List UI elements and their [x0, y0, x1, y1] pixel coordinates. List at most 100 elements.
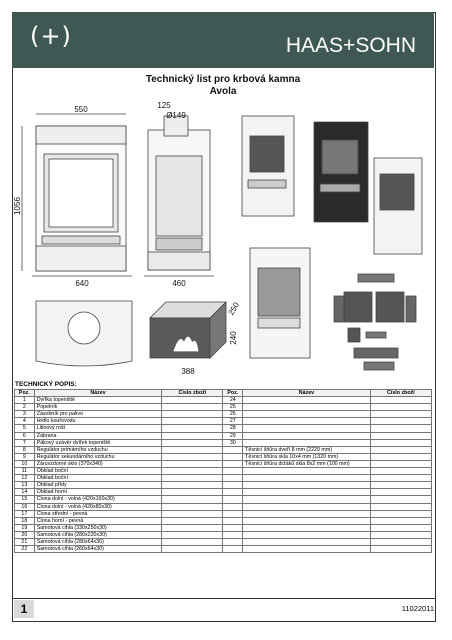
- part-code: [161, 396, 224, 405]
- col-pos-right: Poz.: [222, 388, 244, 398]
- part-code: [369, 523, 433, 532]
- part-code: [369, 459, 433, 469]
- part-code: [369, 495, 433, 504]
- part-pos: 21: [14, 537, 35, 547]
- part-code: [369, 403, 433, 412]
- dim-firebox-depth: 250: [227, 300, 242, 317]
- part-pos: [222, 459, 244, 469]
- part-name: Hrdlo kouřovodu: [33, 417, 163, 426]
- part-name: [242, 481, 371, 490]
- dim-flue-diameter: Ø149: [166, 111, 186, 120]
- part-code: [161, 410, 224, 419]
- part-pos: [222, 523, 244, 532]
- part-code: [161, 537, 224, 547]
- part-pos: 8: [14, 445, 35, 454]
- part-name: Těsnicí šňůra držáků skla 8x2 mm (100 mm…: [242, 459, 371, 469]
- part-code: [369, 516, 433, 525]
- part-name: Obklad boční: [33, 474, 163, 483]
- part-pos: 24: [222, 396, 244, 405]
- part-code: [369, 530, 433, 539]
- part-name: Šamotová cihla (280x220x30): [33, 530, 163, 539]
- table-heading: TECHNICKÝ POPIS:: [15, 381, 77, 388]
- part-pos: 14: [14, 488, 35, 497]
- part-code: [161, 530, 224, 539]
- col-pos-left: Poz.: [14, 388, 35, 398]
- part-name: [242, 509, 371, 518]
- part-code: [369, 502, 433, 511]
- part-code: [161, 474, 224, 483]
- part-pos: 26: [222, 410, 244, 419]
- part-code: [369, 417, 433, 426]
- part-name: Těsnicí šňůra skla 10x4 mm (1320 mm): [242, 452, 371, 461]
- part-code: [369, 467, 433, 476]
- part-name: Clona střední - pevná: [33, 509, 163, 518]
- part-pos: 4: [14, 417, 35, 426]
- part-pos: 1: [14, 396, 35, 405]
- part-code: [369, 396, 433, 405]
- part-pos: 2: [14, 403, 35, 412]
- part-code: [161, 431, 224, 440]
- part-name: Šamotová cihla (280x64x30): [33, 537, 163, 547]
- part-name: Clona dolní - volná (420x80x30): [33, 502, 163, 511]
- part-pos: 17: [14, 509, 35, 518]
- part-pos: [222, 445, 244, 454]
- part-name: [242, 502, 371, 511]
- col-code-left: Číslo zboží: [161, 388, 224, 398]
- document-title: Technický list pro krbová kamna: [145, 74, 301, 85]
- part-name: Žáruvzdorné sklo (370x340): [33, 459, 163, 469]
- technical-drawing: 550 1056 640 460 125 Ø149 250 240 388: [14, 101, 423, 376]
- part-pos: 10: [14, 459, 35, 469]
- part-code: [161, 509, 224, 518]
- part-code: [369, 481, 433, 490]
- part-pos: 25: [222, 403, 244, 412]
- part-code: [369, 537, 433, 547]
- part-pos: 20: [14, 530, 35, 539]
- part-pos: 19: [14, 523, 35, 532]
- col-name-left: Název: [33, 388, 163, 398]
- part-code: [161, 516, 224, 525]
- part-name: Zásobník pro palivo: [33, 410, 163, 419]
- part-pos: 16: [14, 502, 35, 511]
- part-pos: [222, 488, 244, 497]
- product-name: Avola: [209, 86, 237, 97]
- part-pos: [222, 481, 244, 490]
- part-code: [369, 452, 433, 461]
- part-name: [242, 545, 371, 554]
- part-name: Regulátor sekundárního vzduchu: [33, 452, 163, 461]
- part-name: Clona horní - pevná: [33, 516, 163, 525]
- part-pos: [222, 537, 244, 547]
- col-code-right: Číslo zboží: [369, 388, 433, 398]
- part-pos: 6: [14, 431, 35, 440]
- dim-firebox-width: 388: [181, 367, 195, 376]
- part-name: [242, 417, 371, 426]
- part-name: Zábrana: [33, 431, 163, 440]
- part-name: [242, 495, 371, 504]
- part-code: [161, 403, 224, 412]
- part-pos: 28: [222, 424, 244, 433]
- part-pos: [222, 516, 244, 525]
- part-name: [242, 523, 371, 532]
- part-pos: 29: [222, 431, 244, 440]
- part-pos: [222, 467, 244, 476]
- part-code: [369, 424, 433, 433]
- part-pos: 7: [14, 438, 35, 447]
- part-code: [369, 445, 433, 454]
- part-pos: 3: [14, 410, 35, 419]
- footer-divider: [12, 598, 436, 599]
- part-code: [369, 438, 433, 447]
- part-code: [161, 424, 224, 433]
- part-code: [369, 509, 433, 518]
- part-code: [369, 545, 433, 554]
- part-pos: [222, 495, 244, 504]
- part-pos: [222, 509, 244, 518]
- part-code: [161, 523, 224, 532]
